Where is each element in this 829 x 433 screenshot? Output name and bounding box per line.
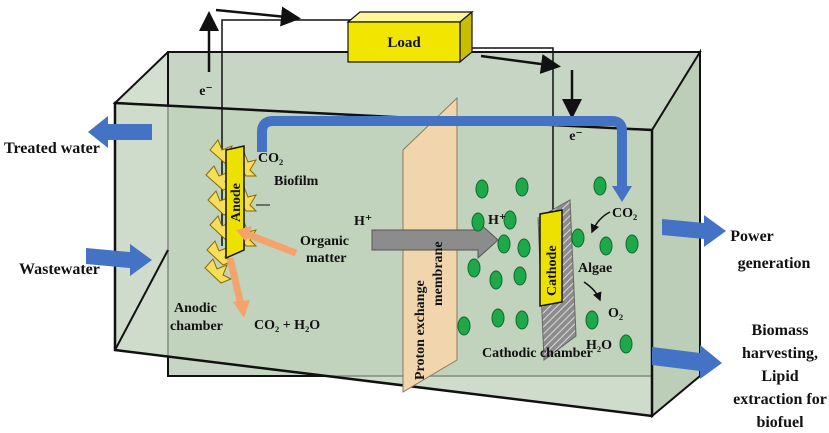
co2-h2o-label: CO₂ + H₂O xyxy=(254,318,320,333)
external-circuit: Load e⁻ e⁻ xyxy=(199,6,583,246)
wire-left xyxy=(221,19,352,246)
o2-release-arrow xyxy=(583,281,602,302)
electron-arrow-top xyxy=(215,6,301,27)
biomass-label-2: harvesting, xyxy=(742,345,818,362)
o2-label: O₂ xyxy=(608,306,623,321)
biomass-label-1: Biomass xyxy=(752,322,809,339)
biomass-label-3: Lipid xyxy=(761,368,798,385)
power-label-1: Power xyxy=(730,228,774,245)
wire-right xyxy=(470,47,554,215)
algae-cell xyxy=(489,270,503,290)
tank-bottom-back-left xyxy=(114,249,169,351)
co2-h2o-arrowhead xyxy=(233,300,250,318)
organic-matter-label-1: Organic xyxy=(300,234,349,249)
algae-cell xyxy=(619,334,633,354)
algae-cell xyxy=(475,179,489,199)
load-box-top xyxy=(346,11,474,23)
h-plus-left-label: H⁺ xyxy=(354,214,372,229)
co2-anode-label: CO₂ xyxy=(258,151,283,166)
co2-transfer-arrow xyxy=(257,116,627,188)
electron-label-left: e⁻ xyxy=(199,84,213,99)
co2-uptake-arrow xyxy=(590,211,611,234)
anodic-chamber-label-1: Anodic xyxy=(174,301,217,316)
algae-cell xyxy=(471,212,485,232)
h2o-label: H₂O xyxy=(586,338,612,353)
organic-matter-label-2: matter xyxy=(306,251,346,266)
algae-cell xyxy=(571,228,585,248)
load-box xyxy=(347,21,461,63)
cathode-label: Cathode xyxy=(545,245,560,296)
biofilm-label: Biofilm xyxy=(274,174,319,189)
algae-cell xyxy=(517,238,531,258)
algae-cell xyxy=(467,258,481,278)
electron-label-right: e⁻ xyxy=(569,129,583,144)
algae-cell xyxy=(457,316,471,336)
wastewater-label: Wastewater xyxy=(19,261,100,278)
algae-cell xyxy=(599,236,613,256)
membrane-label-2: membrane xyxy=(431,241,446,306)
co2-transfer-arrowhead xyxy=(612,186,632,202)
algae-cell xyxy=(515,177,529,197)
flow-arrows xyxy=(86,116,726,379)
biomass-label-4: extraction for xyxy=(733,391,827,408)
algae-cell xyxy=(497,234,511,254)
treated-water-arrow xyxy=(88,116,152,148)
algae-cell xyxy=(491,308,505,328)
algae-cell xyxy=(503,210,517,230)
organic-matter-arrowhead xyxy=(236,226,252,242)
wastewater-arrow xyxy=(86,244,152,276)
algae-cell xyxy=(625,234,639,254)
cathode-electrode xyxy=(539,209,563,307)
electron-arrow-right-top xyxy=(480,54,561,74)
h-plus-right-label: H⁺ xyxy=(488,213,506,228)
cathodic-chamber-label: Cathodic chamber xyxy=(482,346,593,361)
anode-assembly: Anode xyxy=(204,139,270,284)
biofilm xyxy=(204,139,258,284)
anode-label: Anode xyxy=(229,183,244,222)
co2-cathode-label: CO₂ xyxy=(612,206,637,221)
algae-cell xyxy=(593,176,607,196)
power-generation-arrow xyxy=(662,215,726,247)
membrane-label-1: Proton exchange xyxy=(413,280,428,380)
treated-water-label: Treated water xyxy=(4,140,100,157)
anodic-chamber-label-2: chamber xyxy=(170,319,223,334)
algae-cell xyxy=(513,266,527,286)
algae-cell xyxy=(515,310,529,330)
organic-matter-arrow xyxy=(242,229,298,257)
algae-cells xyxy=(457,176,639,354)
biomass-harvesting-arrow xyxy=(652,345,722,379)
biomass-label-5: biofuel xyxy=(756,414,804,431)
power-label-2: generation xyxy=(738,255,811,272)
co2-h2o-arrow xyxy=(226,257,245,306)
load-label: Load xyxy=(387,35,421,51)
algae-label: Algae xyxy=(578,261,612,276)
algae-cell xyxy=(585,310,599,330)
